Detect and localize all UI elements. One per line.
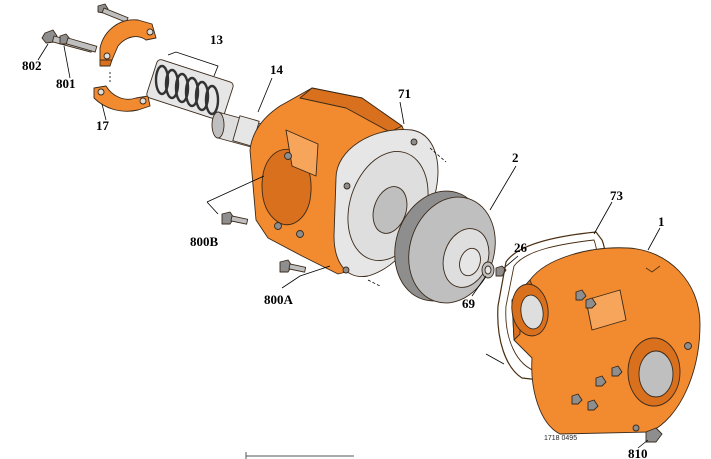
label-17: 17 xyxy=(96,118,110,133)
label-802: 802 xyxy=(22,58,42,73)
label-1: 1 xyxy=(658,214,665,229)
part-800B-bolt xyxy=(206,175,265,225)
label-14: 14 xyxy=(270,62,284,77)
label-26: 26 xyxy=(514,240,528,255)
bracket-top-bolt xyxy=(97,3,129,23)
part-800A-bolt xyxy=(279,259,331,289)
part-2-impeller xyxy=(394,165,517,304)
label-2: 2 xyxy=(512,150,519,165)
part-801-bolt xyxy=(59,33,98,53)
label-810: 810 xyxy=(628,446,648,459)
part-13-mechanical-seal xyxy=(146,51,234,121)
label-13: 13 xyxy=(210,32,224,47)
part-1-volute-casing xyxy=(511,227,701,435)
part-810-plug xyxy=(637,427,663,449)
label-801: 801 xyxy=(56,76,76,91)
label-800B: 800B xyxy=(190,234,219,249)
part-26-washer xyxy=(495,255,519,277)
part-71-adapter xyxy=(249,87,447,287)
part-69-nut xyxy=(471,261,495,297)
label-800A: 800A xyxy=(264,292,294,307)
label-69: 69 xyxy=(462,296,476,311)
label-71: 71 xyxy=(398,86,411,101)
label-73: 73 xyxy=(610,188,624,203)
drawing-number: 1718 0495 xyxy=(544,435,577,442)
part-17-seal-bracket xyxy=(93,19,157,112)
